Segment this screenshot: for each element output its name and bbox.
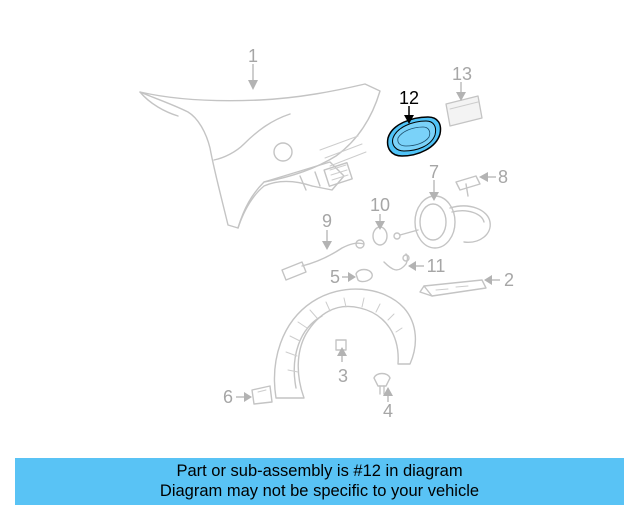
banner-line-part: Part or sub-assembly is #12 in diagram xyxy=(176,462,463,480)
callout-number-3: 3 xyxy=(338,366,348,386)
clip-part-4 xyxy=(373,372,391,395)
callout-7: 7 xyxy=(429,162,439,201)
quarter-panel-part xyxy=(139,83,381,229)
callout-13: 13 xyxy=(452,64,472,101)
callout-number-12: 12 xyxy=(399,88,419,108)
wheelhouse-liner-part-3 xyxy=(273,288,417,399)
callout-number-4: 4 xyxy=(383,401,393,421)
callout-2: 2 xyxy=(484,270,514,290)
release-cable-part-9 xyxy=(281,239,365,281)
callout-9: 9 xyxy=(322,211,332,250)
callout-4: 4 xyxy=(383,387,393,421)
callout-number-13: 13 xyxy=(452,64,472,84)
bracket-part-2 xyxy=(419,279,487,297)
callout-12: 12 xyxy=(399,88,419,124)
callout-3: 3 xyxy=(337,347,348,386)
callout-number-1: 1 xyxy=(248,46,258,66)
callout-number-7: 7 xyxy=(429,162,439,182)
callout-5: 5 xyxy=(330,267,356,287)
callout-number-11: 11 xyxy=(427,256,446,276)
part-6 xyxy=(251,385,273,405)
part-8 xyxy=(455,175,481,197)
callout-10: 10 xyxy=(370,195,390,230)
callout-11: 11 xyxy=(408,256,445,276)
callout-number-10: 10 xyxy=(370,195,390,215)
part-13 xyxy=(445,95,483,127)
highlighted-part-12 xyxy=(386,116,442,157)
callout-number-9: 9 xyxy=(322,211,332,231)
callout-number-5: 5 xyxy=(330,267,340,287)
callout-number-6: 6 xyxy=(223,387,233,407)
info-banner: Part or sub-assembly is #12 in diagram D… xyxy=(15,458,624,505)
hose-part-11 xyxy=(383,253,410,271)
part-5 xyxy=(355,268,373,283)
callout-8: 8 xyxy=(479,167,508,187)
callout-6: 6 xyxy=(223,387,252,407)
callout-number-2: 2 xyxy=(504,270,514,290)
banner-line-disclaimer: Diagram may not be specific to your vehi… xyxy=(159,482,480,500)
parts-diagram: 1 13 12 7 8 xyxy=(139,46,514,421)
callout-number-8: 8 xyxy=(498,167,508,187)
callout-1: 1 xyxy=(248,46,258,90)
fuel-door-part-7 xyxy=(393,195,491,249)
